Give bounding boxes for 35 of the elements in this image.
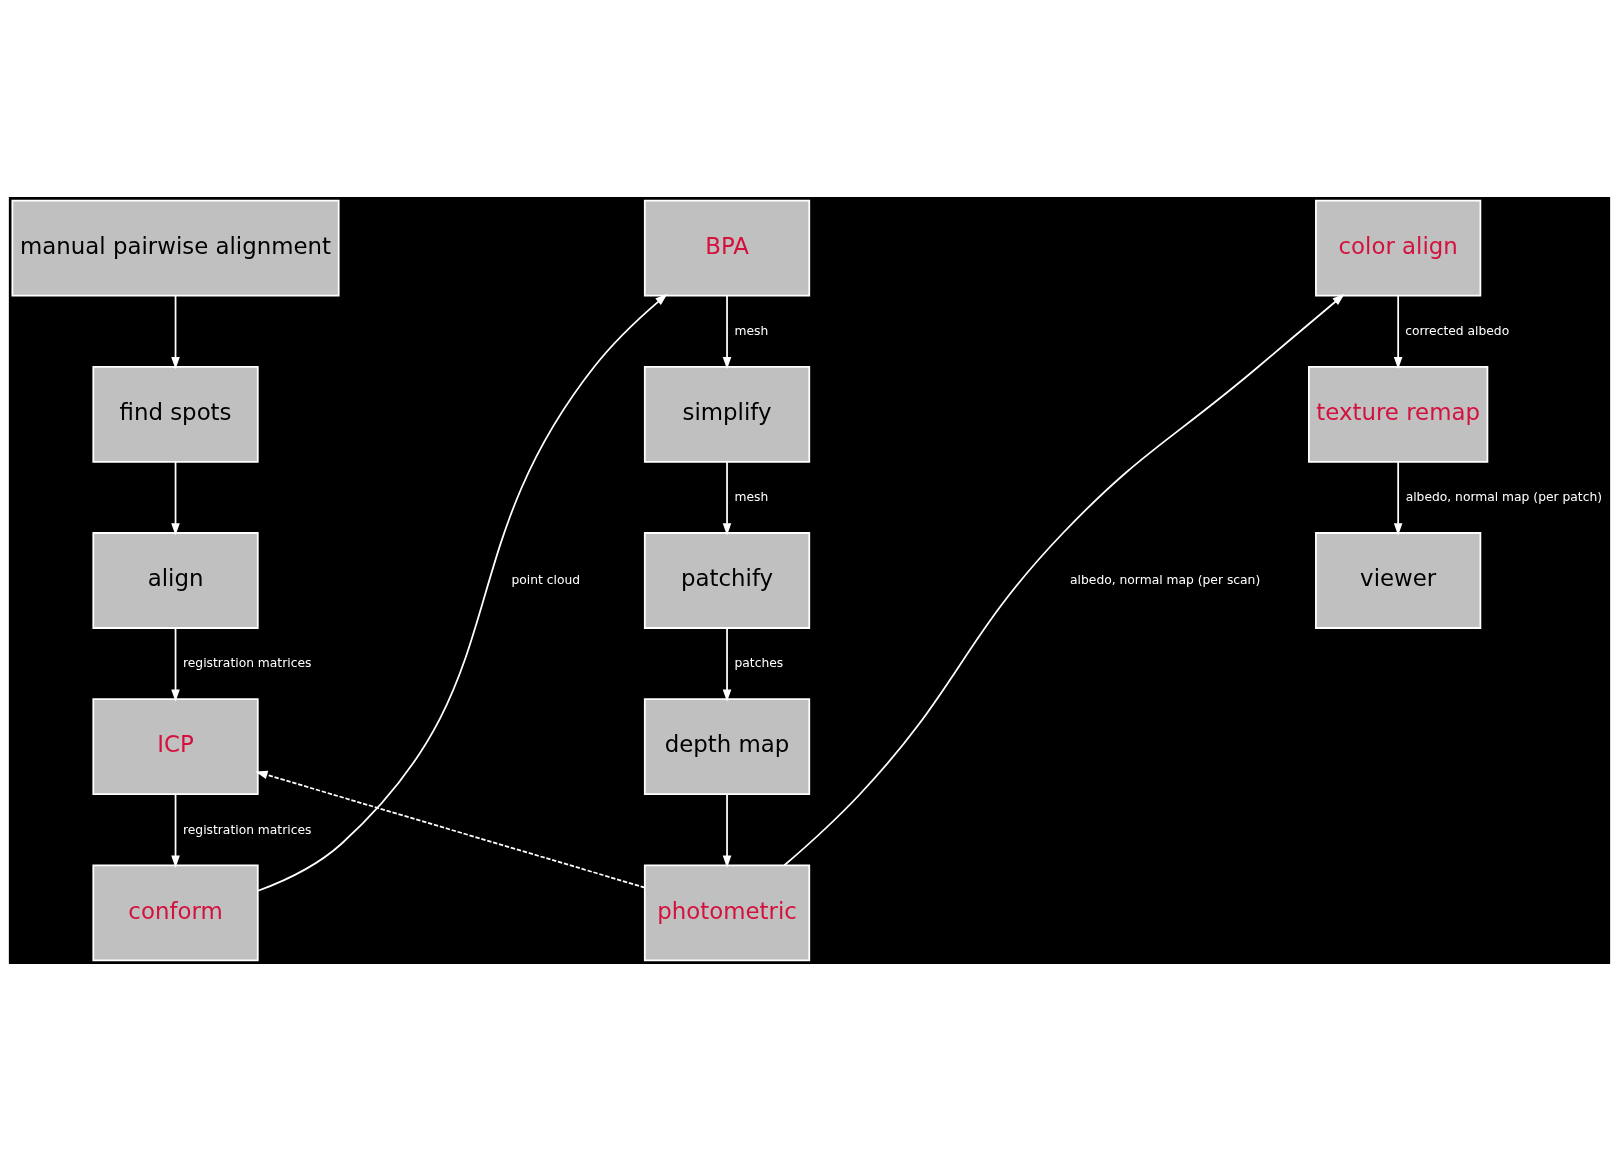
- edge-label: registration matrices: [183, 656, 312, 671]
- node-box: align: [92, 532, 259, 629]
- edge-label: albedo, normal map (per scan): [1070, 573, 1261, 588]
- arrow: [171, 294, 180, 370]
- edge-label: patches: [734, 656, 784, 671]
- arrow: [1393, 294, 1403, 370]
- arrow: [171, 460, 180, 536]
- node-box: BPA: [643, 199, 811, 297]
- node-box: manual pairwise alignment: [11, 199, 340, 297]
- arrow: [255, 770, 646, 889]
- node-box: find spots: [92, 365, 259, 463]
- arrow: [257, 293, 668, 892]
- edge-label: mesh: [734, 323, 769, 338]
- node-box: patchify: [643, 532, 811, 629]
- arrow: [171, 627, 180, 702]
- arrow: [722, 793, 732, 868]
- node-box: conform: [92, 864, 259, 962]
- edge-label: mesh: [734, 490, 769, 505]
- edge-label: albedo, normal map (per patch): [1405, 490, 1602, 505]
- node-box: simplify: [643, 365, 811, 463]
- edge-label: corrected albedo: [1405, 323, 1510, 338]
- node-box: color align: [1315, 199, 1482, 297]
- node-box: depth map: [643, 698, 811, 796]
- arrow: [722, 294, 732, 370]
- arrow: [783, 293, 1345, 867]
- arrow: [171, 793, 180, 868]
- node-box: texture remap: [1308, 365, 1489, 463]
- edge-label: point cloud: [511, 573, 581, 588]
- arrow: [722, 460, 732, 536]
- node-box: viewer: [1315, 532, 1482, 629]
- node-box: photometric: [643, 864, 811, 962]
- arrow: [722, 627, 732, 702]
- node-box: ICP: [92, 698, 259, 796]
- arrow: [1393, 460, 1403, 536]
- edge-label: registration matrices: [183, 822, 312, 837]
